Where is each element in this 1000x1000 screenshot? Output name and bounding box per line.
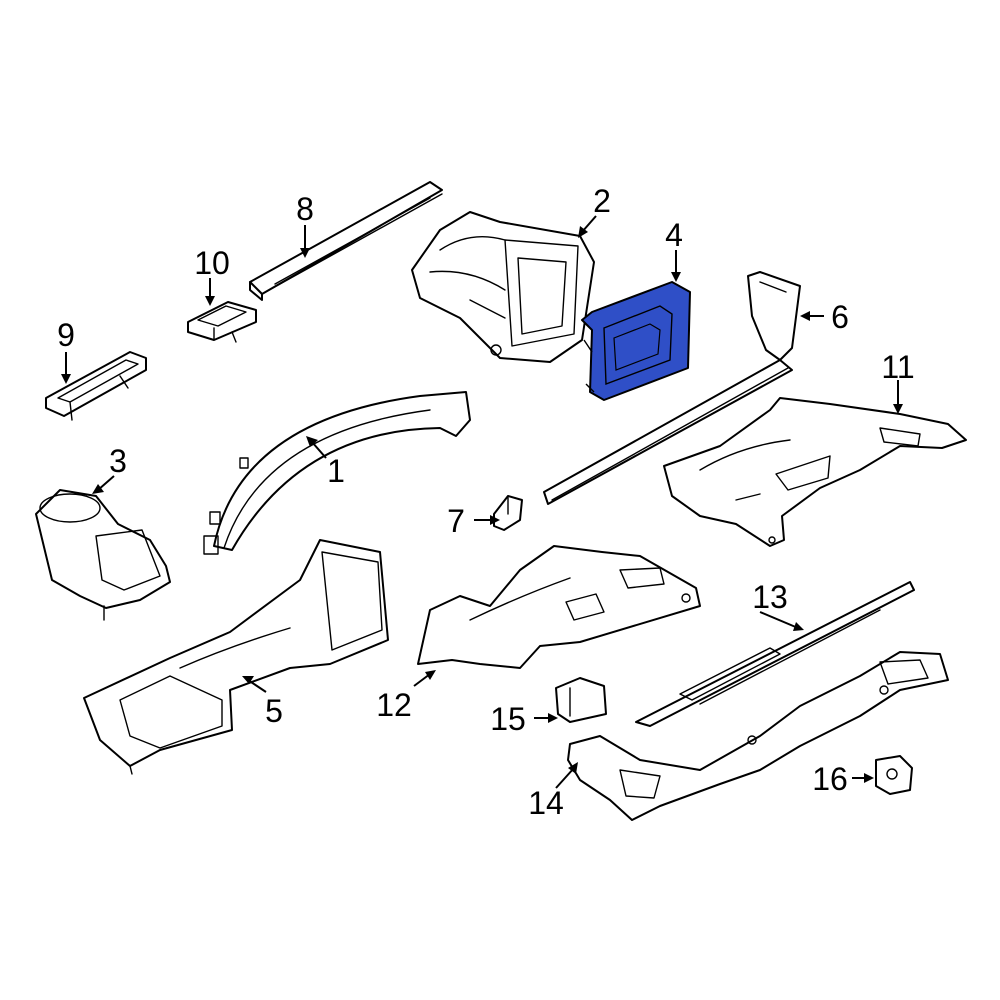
callout-4[interactable]: 4 (665, 217, 683, 253)
callout-11[interactable]: 11 (881, 349, 914, 385)
part-13-rail[interactable] (635, 581, 915, 727)
part-9-bracket[interactable] (45, 351, 147, 421)
leader-lines (61, 215, 903, 789)
callout-8[interactable]: 8 (296, 191, 314, 227)
part-2-duct-housing[interactable] (411, 211, 595, 363)
part-3-duct[interactable] (35, 489, 171, 621)
callout-15[interactable]: 15 (490, 701, 526, 737)
callout-5[interactable]: 5 (265, 693, 283, 729)
part-12-floor-section[interactable] (417, 545, 701, 669)
callout-2[interactable]: 2 (593, 183, 611, 219)
callout-3[interactable]: 3 (109, 443, 127, 479)
part-1-arch-trim[interactable] (203, 391, 471, 555)
callout-14[interactable]: 14 (528, 785, 564, 821)
callout-10[interactable]: 10 (194, 245, 230, 281)
callout-9[interactable]: 9 (57, 317, 75, 353)
part-11-floor-panel[interactable] (663, 397, 967, 547)
callout-1[interactable]: 1 (327, 453, 345, 489)
part-5-console-duct[interactable] (83, 539, 389, 775)
part-16-tab[interactable] (875, 755, 913, 795)
part-6-pillar-trim[interactable] (543, 271, 801, 505)
callout-7[interactable]: 7 (447, 503, 465, 539)
part-10-bracket[interactable] (187, 301, 257, 343)
part-8-rail[interactable] (249, 181, 443, 301)
callout-16[interactable]: 16 (812, 761, 848, 797)
callout-labels: 8 2 10 9 4 6 11 3 1 7 5 12 13 15 14 16 (57, 183, 915, 821)
part-15-block[interactable] (555, 677, 607, 723)
part-7-clip[interactable] (493, 495, 523, 531)
callout-13[interactable]: 13 (752, 579, 788, 615)
callout-12[interactable]: 12 (376, 687, 412, 723)
part-4-panel-highlighted[interactable] (581, 281, 691, 401)
callout-6[interactable]: 6 (831, 299, 849, 335)
part-14-crossmember[interactable] (567, 651, 949, 821)
